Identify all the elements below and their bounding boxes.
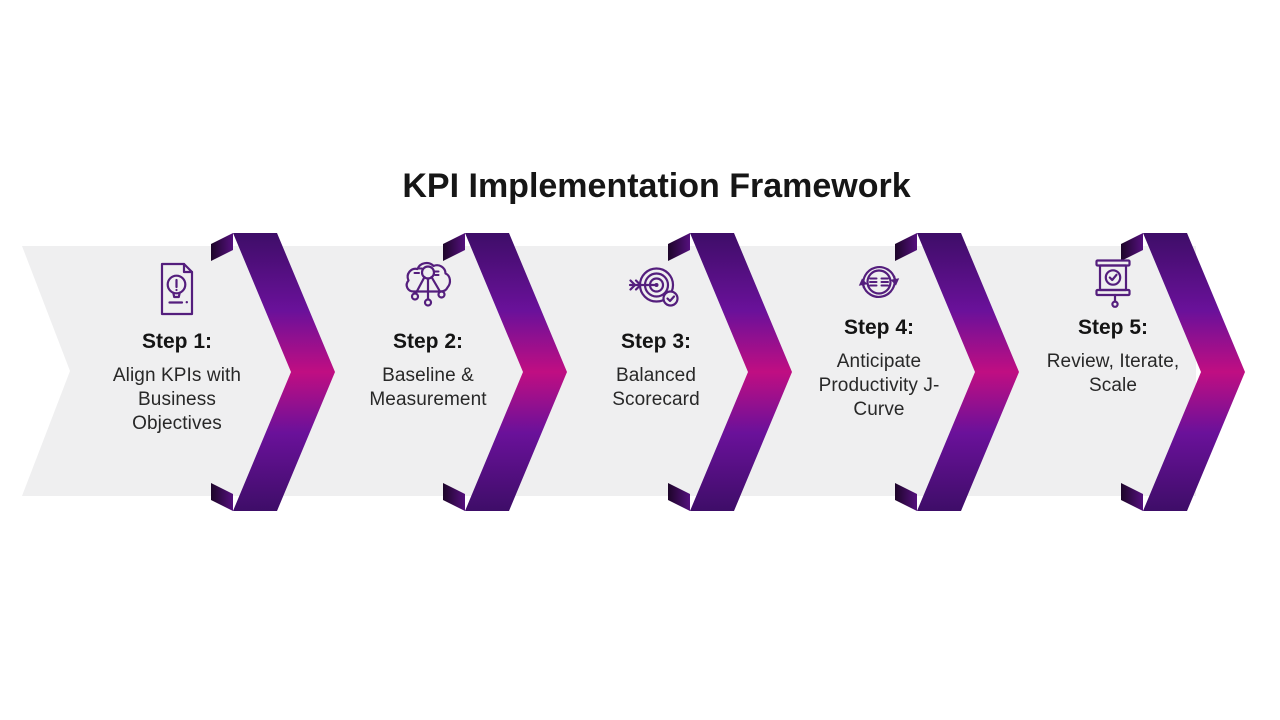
slide-title: KPI Implementation Framework bbox=[402, 167, 911, 205]
chevron-arrow-2 bbox=[443, 233, 567, 511]
presentation-check-icon bbox=[1085, 256, 1141, 314]
step-3-description: Balanced Scorecard bbox=[612, 365, 700, 410]
step-4-label: Step 4: bbox=[843, 316, 914, 339]
chevron-arrow-5 bbox=[1121, 233, 1245, 511]
target-arrow-icon bbox=[626, 256, 686, 322]
chevron-arrow-3 bbox=[668, 233, 792, 511]
step-3-label: Step 3: bbox=[620, 330, 691, 353]
step-1-description: Align KPIs with Business Objectives bbox=[112, 365, 242, 434]
step-4-description: Anticipate Productivity J- Curve bbox=[818, 351, 940, 420]
sync-arrows-icon bbox=[851, 256, 907, 314]
step-4: Step 4: Anticipate Productivity J- Curve bbox=[784, 256, 974, 422]
step-1: Step 1: Align KPIs with Business Objecti… bbox=[82, 256, 272, 436]
step-5-description: Review, Iterate, Scale bbox=[1046, 351, 1180, 396]
step-2-description: Baseline & Measurement bbox=[369, 365, 487, 410]
cloud-network-icon bbox=[400, 256, 456, 322]
step-5: Step 5: Review, Iterate, Scale bbox=[1018, 256, 1208, 398]
chevron-arrow-1 bbox=[211, 233, 335, 511]
step-2: Step 2: Baseline & Measurement bbox=[333, 256, 523, 412]
document-idea-icon bbox=[149, 256, 205, 322]
chevron-arrow-4 bbox=[895, 233, 1019, 511]
step-5-label: Step 5: bbox=[1077, 316, 1148, 339]
step-2-label: Step 2: bbox=[392, 330, 463, 353]
step-3: Step 3: Balanced Scorecard bbox=[561, 256, 751, 412]
step-1-label: Step 1: bbox=[141, 330, 212, 353]
